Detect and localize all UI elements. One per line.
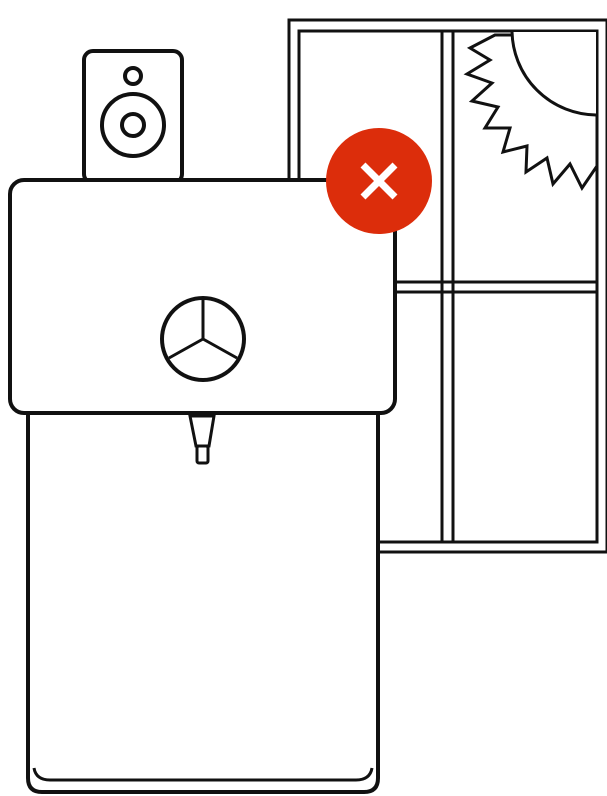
speaker-tweeter [125,68,141,84]
warning-badge [326,128,432,234]
nozzle-body [190,416,214,446]
nozzle-tip [197,446,208,463]
speaker-woofer-inner [122,114,144,136]
speaker-icon [84,51,182,183]
dial-icon [162,298,244,380]
water-dispenser [10,180,395,792]
sun-icon [467,0,607,188]
